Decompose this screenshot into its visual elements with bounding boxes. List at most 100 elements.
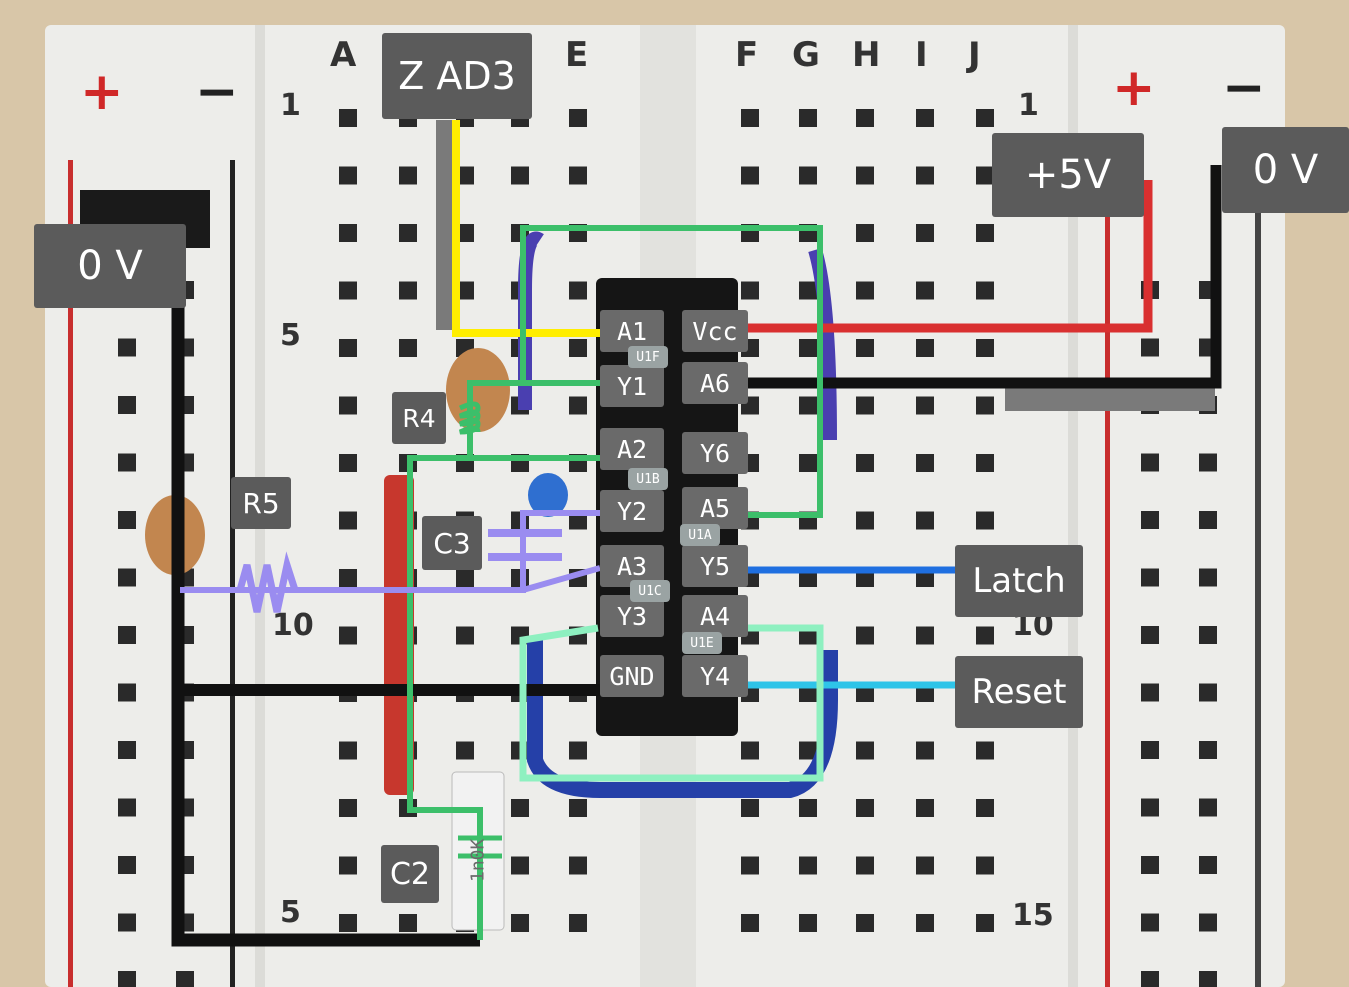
breadboard-hole — [856, 166, 874, 185]
breadboard-hole — [339, 454, 357, 472]
column-label-i: I — [915, 35, 928, 75]
breadboard-hole — [916, 914, 934, 932]
wire-a3-purple — [522, 565, 601, 593]
pin-label-y2: Y2 — [600, 490, 664, 532]
breadboard-hole — [339, 224, 357, 242]
column-label-f: F — [735, 35, 759, 75]
breadboard-hole — [339, 914, 357, 932]
column-label-a: A — [330, 35, 357, 75]
rail-hole — [1199, 971, 1217, 987]
pin-label-y4: Y4 — [682, 655, 748, 697]
breadboard-hole — [399, 339, 417, 357]
breadboard-hole — [916, 224, 934, 242]
breadboard-hole — [856, 109, 874, 127]
breadboard-hole — [456, 569, 474, 587]
rail-hole — [1199, 511, 1217, 529]
rail-hole — [1199, 626, 1217, 644]
rail-minus-right-mark: − — [1222, 58, 1266, 118]
rail-hole — [1141, 683, 1159, 702]
breadboard-hole — [856, 511, 874, 530]
wire-vcc-red — [748, 180, 1153, 333]
wire-y2-a3-purple — [180, 510, 600, 593]
breadboard-hole — [456, 281, 474, 300]
breadboard-hole — [569, 396, 587, 415]
breadboard-hole — [856, 281, 874, 300]
gray-jumper-wire — [1005, 387, 1215, 411]
rail-hole — [118, 741, 136, 759]
breadboard-hole — [976, 856, 994, 875]
breadboard-hole — [799, 339, 817, 357]
rail-hole — [118, 511, 136, 529]
rail-hole — [1141, 741, 1159, 759]
breadboard-hole — [799, 109, 817, 127]
breadboard-hole — [511, 914, 529, 932]
breadboard-hole — [976, 799, 994, 817]
rail-plus-right-mark: + — [1112, 58, 1156, 118]
column-label-h: H — [852, 35, 881, 75]
rail-hole — [1199, 453, 1217, 472]
breadboard-hole — [916, 396, 934, 415]
rail-hole — [1141, 971, 1159, 987]
rail-hole — [118, 338, 136, 357]
breadboard-hole — [456, 166, 474, 185]
breadboard-hole — [799, 166, 817, 185]
rail-hole — [118, 626, 136, 644]
breadboard-hole — [976, 224, 994, 242]
breadboard-hole — [799, 454, 817, 472]
pin-label-a6: A6 — [682, 362, 748, 404]
breadboard-hole — [856, 339, 874, 357]
breadboard-hole — [339, 339, 357, 357]
rail-minus-left-mark: − — [195, 62, 239, 122]
rail-hole — [118, 568, 136, 587]
breadboard-hole — [916, 109, 934, 127]
breadboard-hole — [976, 914, 994, 932]
breadboard-hole — [916, 741, 934, 760]
rail-hole — [1199, 913, 1217, 932]
row-label-10-left: 10 — [272, 608, 314, 643]
column-label-j: J — [968, 35, 981, 75]
gray-jumper-ad3 — [436, 120, 454, 330]
breadboard-hole — [799, 741, 817, 760]
breadboard-hole — [399, 166, 417, 185]
red-jumper-wire — [384, 475, 414, 795]
breadboard-hole — [569, 741, 587, 760]
breadboard-hole — [976, 109, 994, 127]
breadboard-hole — [916, 799, 934, 817]
breadboard-hole — [741, 799, 759, 817]
row-label-1-right: 1 — [1018, 88, 1039, 123]
unit-label-u1b: U1B — [628, 468, 668, 490]
pin-label-a5: A5 — [682, 487, 748, 529]
breadboard-hole — [799, 799, 817, 817]
pin-label-a2: A2 — [600, 428, 664, 470]
rail-divider-right — [1068, 25, 1078, 987]
rail-stripe-plus-right — [1105, 160, 1110, 987]
breadboard-hole — [976, 626, 994, 645]
breadboard-hole — [456, 626, 474, 645]
breadboard-hole — [456, 224, 474, 242]
breadboard-hole — [916, 856, 934, 875]
breadboard-hole — [569, 799, 587, 817]
rail-stripe-minus-left — [230, 160, 235, 987]
pin-label-y5: Y5 — [682, 545, 748, 587]
rail-stripe-plus-left — [68, 160, 73, 987]
rail-hole — [118, 396, 136, 414]
label-plus-5v: +5V — [992, 133, 1144, 217]
rail-hole — [1141, 856, 1159, 874]
breadboard-hole — [976, 339, 994, 357]
label-reset: Reset — [955, 656, 1083, 728]
rail-hole — [118, 798, 136, 817]
rail-hole — [118, 856, 136, 874]
breadboard-hole — [456, 741, 474, 760]
rail-hole — [118, 971, 136, 987]
rail-hole — [1141, 913, 1159, 932]
breadboard-hole — [399, 224, 417, 242]
resistor-r5-symbol — [236, 551, 299, 613]
breadboard-hole — [569, 281, 587, 300]
breadboard-hole — [976, 166, 994, 185]
breadboard-hole — [569, 109, 587, 127]
breadboard-hole — [856, 799, 874, 817]
breadboard-hole — [976, 396, 994, 415]
label-zero-v-left: 0 V — [34, 224, 186, 308]
